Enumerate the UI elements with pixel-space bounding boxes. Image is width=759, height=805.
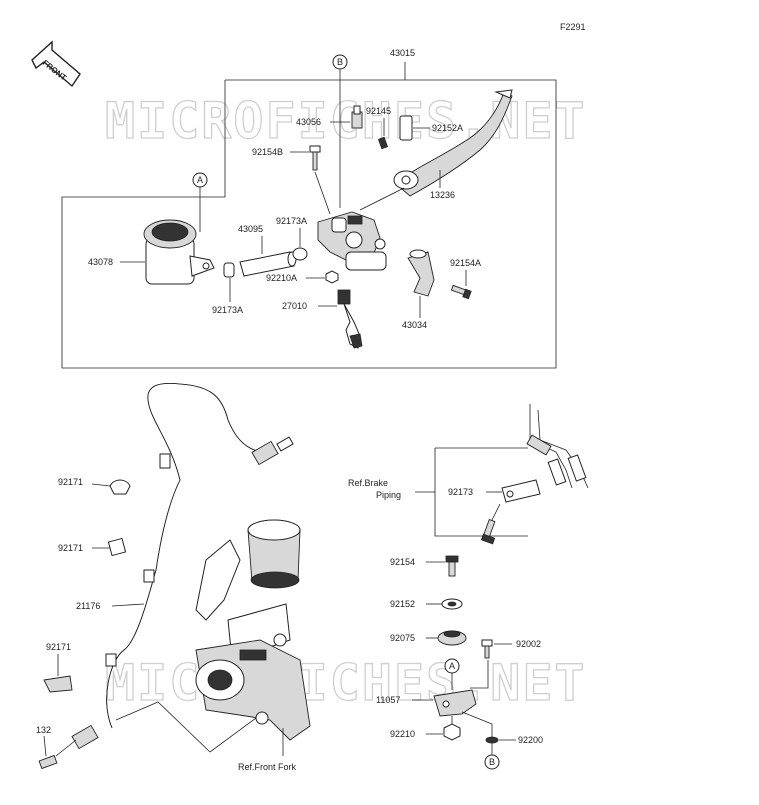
bracket-11057 bbox=[433, 689, 477, 717]
master-cylinder-body bbox=[317, 211, 387, 271]
label-92152: 92152 bbox=[390, 599, 415, 609]
front-arrow-icon: FRONT bbox=[31, 40, 81, 88]
label-92154: 92154 bbox=[390, 557, 415, 567]
label-92173: 92173 bbox=[448, 487, 473, 497]
group-frame-43015 bbox=[61, 79, 557, 369]
label-92002: 92002 bbox=[516, 639, 541, 649]
bolt-92173-screw bbox=[480, 518, 496, 545]
lever-13236 bbox=[393, 89, 513, 197]
switch-27010 bbox=[337, 289, 363, 349]
label-92171-2: 92171 bbox=[58, 543, 83, 553]
grommet-3 bbox=[105, 653, 117, 667]
clip-92171-3 bbox=[43, 675, 73, 693]
fitting-43056 bbox=[351, 105, 363, 129]
label-132: 132 bbox=[36, 725, 51, 735]
label-92152A: 92152A bbox=[432, 123, 463, 133]
figure-code: F2291 bbox=[560, 22, 586, 32]
callout-a-top-text: A bbox=[197, 175, 203, 185]
label-13236: 13236 bbox=[430, 190, 455, 200]
callout-b-bottom-text: B bbox=[489, 757, 495, 767]
label-92210A: 92210A bbox=[266, 273, 297, 283]
washer-92152 bbox=[441, 598, 463, 610]
clip-92173A-lower bbox=[223, 262, 235, 278]
callout-b-top-text: B bbox=[337, 57, 343, 67]
label-92200: 92200 bbox=[518, 735, 543, 745]
master-cylinder-group: 43015 B A 43078 92173A 43095 bbox=[61, 48, 557, 369]
ref-brake-piping-line1: Ref.Brake bbox=[348, 478, 388, 488]
ref-brake-piping-line2: Piping bbox=[376, 490, 401, 500]
clamp-92173 bbox=[501, 479, 541, 503]
clip-92200 bbox=[485, 736, 499, 744]
bolt-92002 bbox=[481, 639, 493, 659]
bushing-92152A bbox=[399, 115, 413, 141]
grommet-2 bbox=[143, 569, 155, 583]
bolt-92154B bbox=[309, 145, 321, 171]
sensor-connector bbox=[251, 436, 294, 466]
grommet-92075 bbox=[437, 630, 467, 646]
ref-front-fork: Ref.Front Fork bbox=[238, 762, 297, 772]
clip-92173A-upper bbox=[292, 247, 308, 261]
front-fork-group bbox=[195, 519, 311, 741]
sensor-line-group: 92171 92171 92171 21176 132 bbox=[36, 383, 294, 770]
label-92154A: 92154A bbox=[450, 258, 481, 268]
clip-92171-2 bbox=[107, 537, 127, 557]
pin-92145 bbox=[377, 136, 389, 150]
clip-92171-1 bbox=[109, 479, 131, 495]
brake-piping-group: Ref.Brake Piping 92173 bbox=[348, 404, 589, 545]
reservoir-43078 bbox=[143, 219, 215, 285]
watermark-bottom: MICROFICHES.NET bbox=[105, 654, 587, 712]
label-92173A-bottom: 92173A bbox=[212, 305, 243, 315]
label-43095: 43095 bbox=[238, 224, 263, 234]
label-92171-3: 92171 bbox=[46, 642, 71, 652]
bolt-92154A bbox=[450, 284, 472, 300]
brake-hose-bundle bbox=[526, 404, 589, 489]
label-92145: 92145 bbox=[366, 106, 391, 116]
bolt-92154 bbox=[445, 555, 459, 577]
label-92154B: 92154B bbox=[252, 147, 283, 157]
label-43056: 43056 bbox=[296, 117, 321, 127]
label-92173A-top: 92173A bbox=[276, 216, 307, 226]
label-92075: 92075 bbox=[390, 633, 415, 643]
grommet-1 bbox=[159, 453, 171, 469]
bracket-stack: 92154 92152 92075 92002 A bbox=[376, 555, 543, 770]
label-92210: 92210 bbox=[390, 729, 415, 739]
callout-a-bottom-text: A bbox=[449, 661, 455, 671]
label-43015: 43015 bbox=[390, 48, 415, 58]
nut-92210 bbox=[443, 723, 461, 741]
label-92171-1: 92171 bbox=[58, 477, 83, 487]
label-43078: 43078 bbox=[88, 257, 113, 267]
bolt-132 bbox=[38, 754, 58, 770]
watermark-top: MICROFICHES.NET bbox=[105, 92, 587, 150]
label-21176: 21176 bbox=[76, 601, 100, 611]
nut-92210A bbox=[325, 270, 339, 284]
label-43034: 43034 bbox=[402, 320, 427, 330]
sensor-head bbox=[71, 724, 99, 750]
clamp-43034 bbox=[407, 249, 435, 297]
label-27010: 27010 bbox=[282, 301, 307, 311]
label-11057: 11057 bbox=[376, 695, 400, 705]
